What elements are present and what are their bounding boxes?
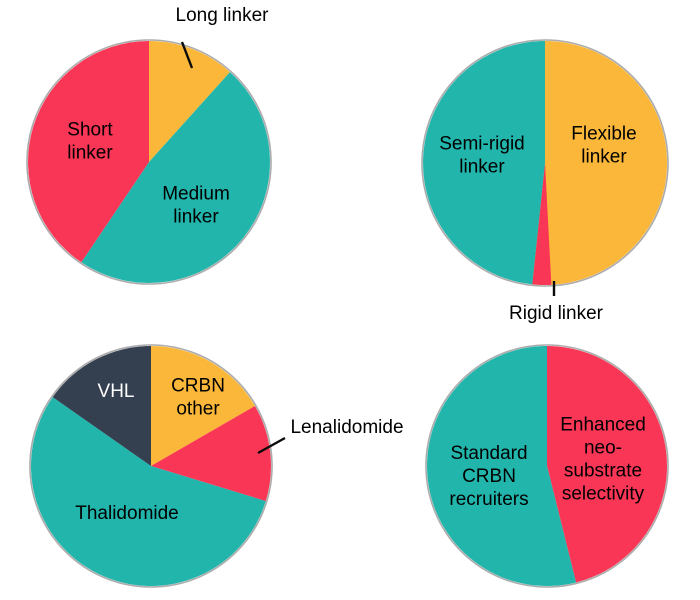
pie-slice[interactable] <box>31 397 266 586</box>
pie-slice[interactable] <box>423 41 545 285</box>
pie-slice[interactable] <box>28 41 150 263</box>
pie-slice[interactable] <box>427 346 577 587</box>
pie-slice[interactable] <box>151 406 272 502</box>
pie-slice[interactable] <box>149 41 230 162</box>
pie-slice[interactable] <box>532 163 552 285</box>
pie-slice[interactable] <box>81 72 270 283</box>
pie-slice[interactable] <box>532 41 668 285</box>
pie-slice[interactable] <box>151 346 255 466</box>
pie-slice[interactable] <box>52 346 152 466</box>
pie-slice[interactable] <box>547 345 668 583</box>
